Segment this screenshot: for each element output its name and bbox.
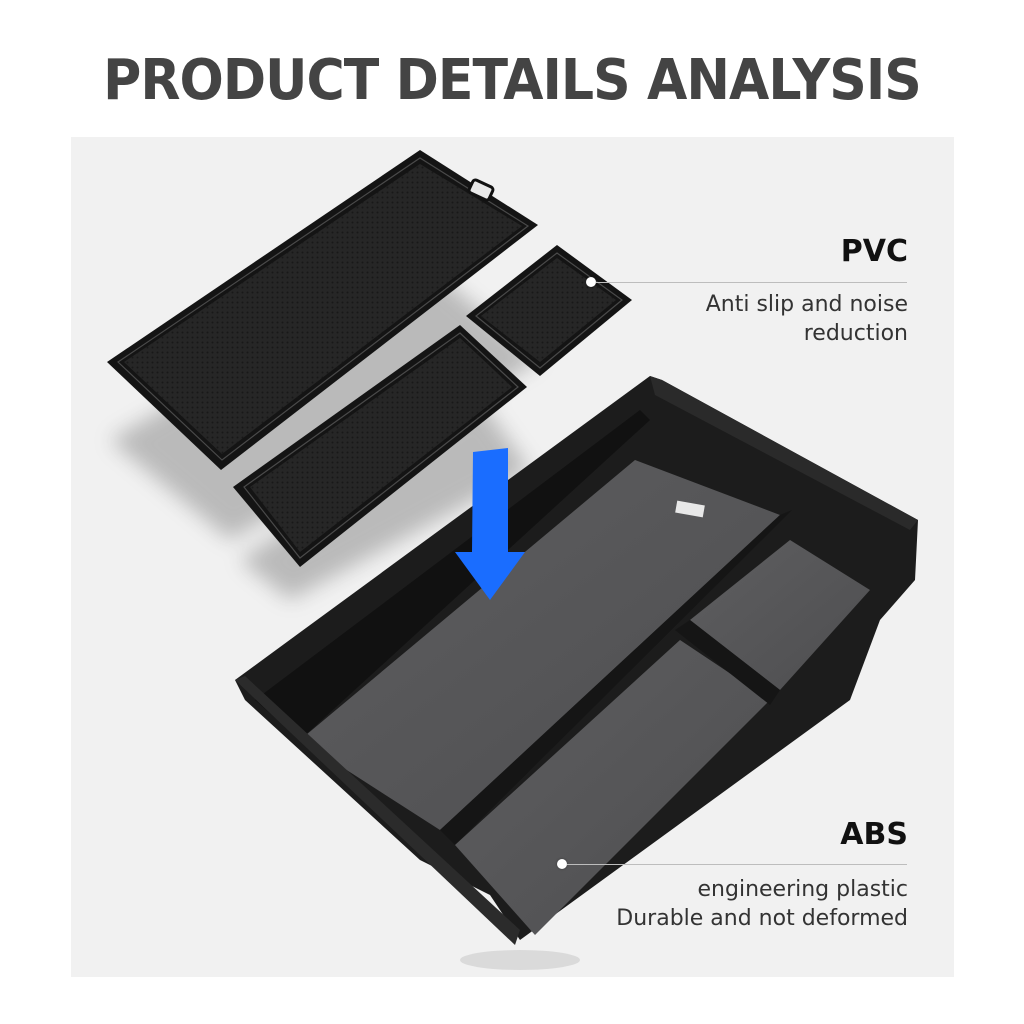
- large-pvc-mat: [107, 150, 538, 470]
- abs-description-line-1: engineering plastic: [697, 877, 908, 902]
- abs-tray: [235, 376, 918, 945]
- long-pvc-mat: [233, 325, 527, 567]
- pvc-material-label: PVC: [840, 234, 908, 269]
- pvc-description-line-1: Anti slip and noise: [705, 292, 908, 317]
- abs-material-label: ABS: [840, 817, 908, 852]
- pvc-callout: PVC Anti slip and noise reduction: [600, 232, 908, 352]
- pvc-pointer-dot: [586, 277, 596, 287]
- pvc-leader-line: [596, 282, 907, 283]
- abs-leader-line: [567, 864, 907, 865]
- abs-description-line-2: Durable and not deformed: [616, 906, 908, 931]
- down-arrow-icon: [455, 448, 525, 600]
- pvc-description-line-2: reduction: [803, 321, 908, 346]
- abs-callout: ABS engineering plastic Durable and not …: [560, 815, 908, 940]
- abs-pointer-dot: [557, 859, 567, 869]
- page-title: PRODUCT DETAILS ANALYSIS: [103, 48, 922, 113]
